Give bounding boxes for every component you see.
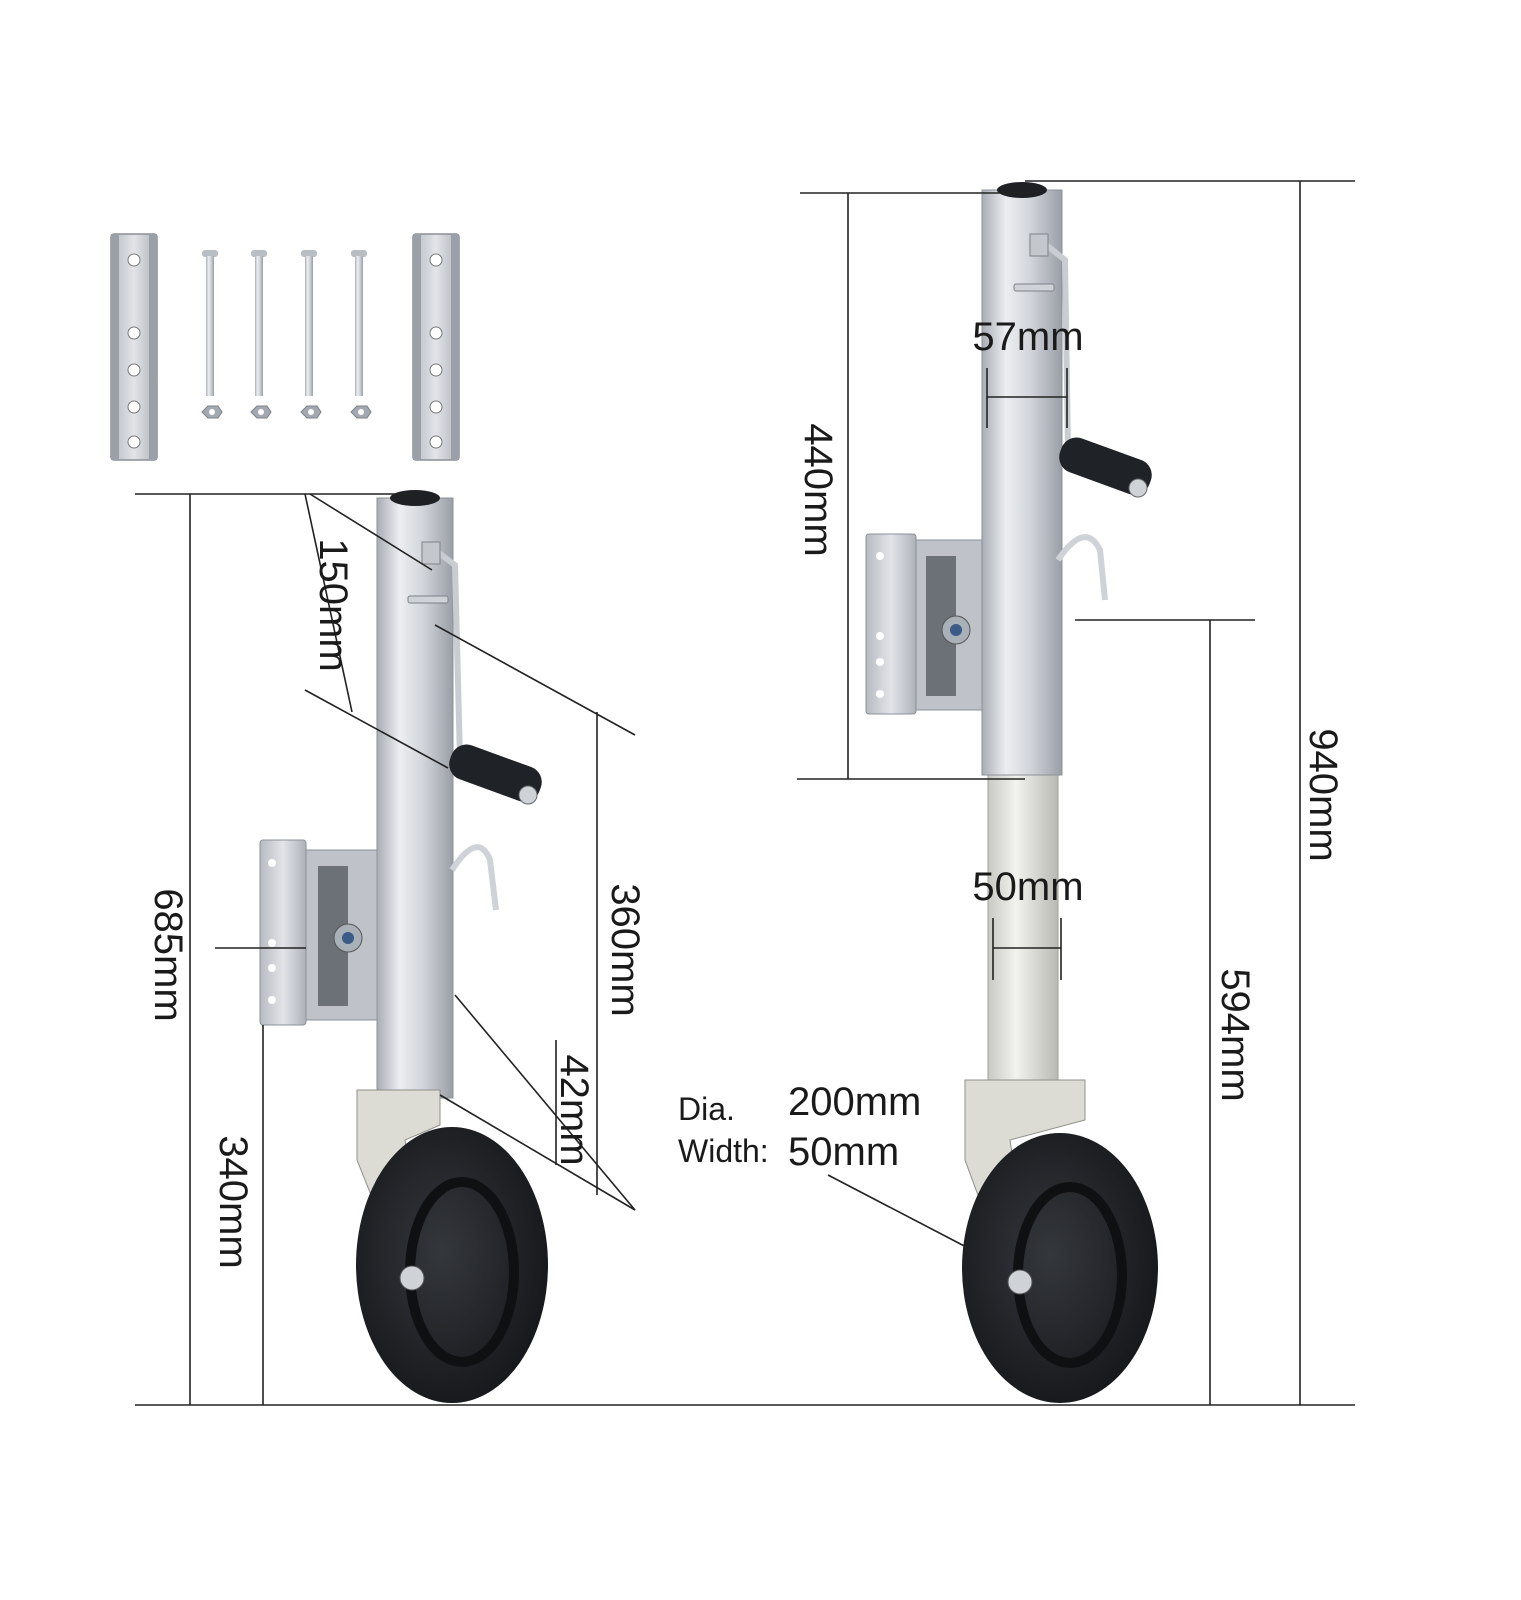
- tube-cap: [997, 182, 1047, 198]
- swivel-bracket-plate: [865, 533, 917, 715]
- bolt-2: [250, 250, 272, 419]
- locking-pin: [449, 844, 499, 911]
- right-jack-illustration: [865, 182, 1158, 1403]
- dim-left-bottom-offset: 42mm: [552, 1054, 596, 1165]
- dim-left-tube-length: 360mm: [603, 883, 647, 1016]
- wheel-diameter-value: 200mm: [788, 1080, 921, 1124]
- wheel-width-value: 50mm: [788, 1130, 899, 1174]
- dim-left-top-to-handle: 150mm: [311, 538, 355, 671]
- dim-right-retracted-length: 440mm: [796, 423, 840, 556]
- dim-left-total-height: 685mm: [146, 888, 190, 1021]
- mounting-hardware-kit: [110, 233, 460, 461]
- inner-tube: [987, 774, 1059, 1086]
- locking-pin: [1055, 534, 1108, 601]
- bolt-4: [350, 250, 372, 419]
- outer-tube: [376, 497, 454, 1099]
- dim-right-bracket-to-ground: 594mm: [1213, 968, 1257, 1101]
- mounting-plate-right: [412, 233, 460, 461]
- bolt-1: [201, 250, 223, 419]
- wheel-diameter-label: Dia.: [678, 1091, 735, 1127]
- crank-handle: [449, 744, 542, 802]
- swivel-bracket-plate: [259, 839, 307, 1026]
- wheel-width-label: Width:: [678, 1133, 769, 1169]
- tube-cap: [390, 490, 440, 506]
- dim-right-inner-diameter: 50mm: [972, 865, 1083, 909]
- dim-right-extended-height: 940mm: [1301, 728, 1345, 861]
- dim-left-bracket-to-ground: 340mm: [211, 1135, 255, 1268]
- dim-right-outer-diameter: 57mm: [972, 315, 1083, 359]
- dimension-lines: [135, 180, 1355, 1406]
- outer-tube: [981, 189, 1063, 776]
- bolt-3: [300, 250, 322, 419]
- mounting-plate-left: [110, 233, 158, 461]
- crank-handle: [1059, 437, 1152, 495]
- left-jack-illustration: [259, 490, 548, 1403]
